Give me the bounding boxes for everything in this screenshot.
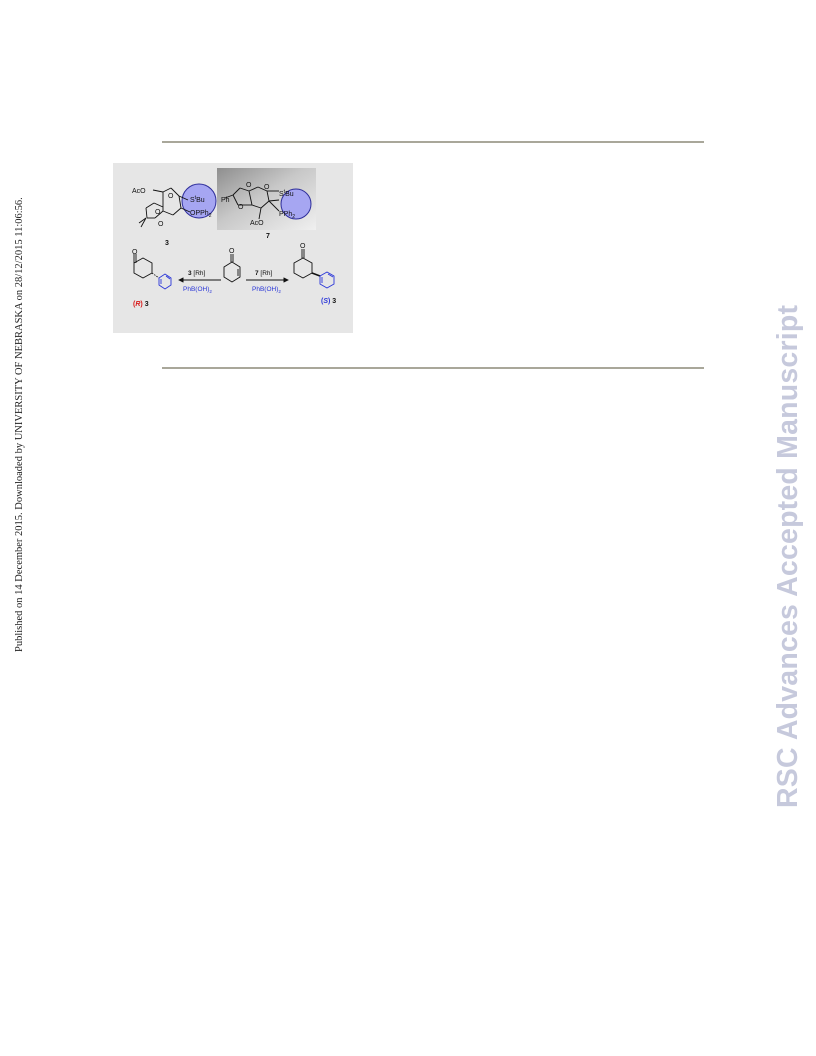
cyclohexenone-structure: [223, 254, 241, 283]
enone-carbonyl-oxygen: O: [229, 248, 235, 255]
ligand-3-thioether-label: StBu: [190, 195, 205, 204]
ligand-3-opph: OPPh: [190, 210, 209, 217]
publication-side-note: Published on 14 December 2015. Downloade…: [14, 197, 25, 652]
ligand-7-pph-sub: 2: [292, 214, 295, 220]
left-catalyst-num: 3: [188, 270, 192, 277]
ligand-7-pph: PPh: [279, 211, 292, 218]
right-reagent-label: PhB(OH)2: [252, 286, 281, 294]
ligand-3-number: 3: [165, 240, 169, 247]
right-reagent-sub: 2: [278, 289, 281, 294]
product-r-structure: [133, 254, 172, 290]
ligand-7-highlight-circle: [280, 188, 312, 220]
ligand-3-opph-sub: 2: [209, 213, 212, 219]
bottom-rule: [162, 367, 704, 369]
product-r-letter: R: [135, 301, 140, 308]
ligand-7-aco-label: AcO: [250, 220, 264, 227]
ligand-7-ring-oxygen-upper: O: [246, 182, 252, 189]
left-catalyst-label: 3 [Rh]: [188, 270, 206, 277]
product-s-label: (S) 3: [321, 298, 336, 305]
ligand-7-structure: [224, 186, 312, 220]
product-s-close: ): [328, 298, 330, 305]
product-r-num: 3: [143, 301, 149, 308]
product-s-num: 3: [330, 298, 336, 305]
left-reagent-label: PhB(OH)2: [183, 286, 212, 294]
product-r-open: (: [133, 301, 136, 308]
product-r-close: ): [140, 301, 142, 308]
scheme-drawing: AcO O O O StBu OPPh2 3 O O O: [132, 168, 336, 308]
product-r-label: (R) 3: [133, 301, 149, 308]
ligand-3-phosphinite-label: OPPh2: [190, 210, 212, 219]
left-reagent-sub: 2: [209, 289, 212, 294]
ligand-7-pyranose-oxygen: O: [264, 184, 270, 191]
ligand-3-structure: [138, 183, 217, 228]
right-reagent-text: PhB(OH): [252, 286, 278, 293]
ligand-7-thioether-label: StBu: [279, 189, 294, 198]
left-reagent-text: PhB(OH): [183, 286, 209, 293]
ligand-3-acetal-oxygen-lower: O: [158, 221, 164, 228]
ligand-3-highlight-circle: [181, 183, 217, 219]
ligand-3-thio-tail: Bu: [196, 197, 205, 204]
ligand-7-thio-s: S: [279, 191, 284, 198]
graphical-abstract: AcO O O O StBu OPPh2 3 O O O: [113, 163, 353, 333]
product-s-open: (: [321, 298, 324, 305]
ligand-7-thio-tail: Bu: [285, 191, 294, 198]
product-r-carbonyl-oxygen: O: [132, 249, 138, 256]
ligand-7-number: 7: [266, 233, 270, 240]
left-catalyst-tail: [Rh]: [192, 270, 206, 277]
ligand-7-ring-oxygen-lower: O: [238, 204, 244, 211]
product-s-letter: S: [323, 298, 328, 305]
product-s-structure: [293, 249, 335, 289]
right-catalyst-tail: [Rh]: [259, 270, 273, 277]
ligand-3-thio-sup: t: [195, 195, 197, 201]
accepted-manuscript-watermark: RSC Advances Accepted Manuscript: [772, 304, 804, 808]
product-s-carbonyl-oxygen: O: [300, 243, 306, 250]
ligand-3-aco-label: AcO: [132, 188, 146, 195]
top-rule: [162, 141, 704, 143]
ligand-3-acetal-oxygen-upper: O: [155, 209, 161, 216]
ligand-3-thio-s: S: [190, 197, 195, 204]
ligand-3-ring-oxygen: O: [168, 193, 174, 200]
right-catalyst-label: 7 [Rh]: [255, 270, 273, 277]
ligand-7-thio-sup: t: [284, 189, 286, 195]
ligand-7-phenyl-label: Ph: [221, 197, 230, 204]
ligand-7-phosphine-label: PPh2: [279, 211, 295, 220]
right-catalyst-num: 7: [255, 270, 259, 277]
